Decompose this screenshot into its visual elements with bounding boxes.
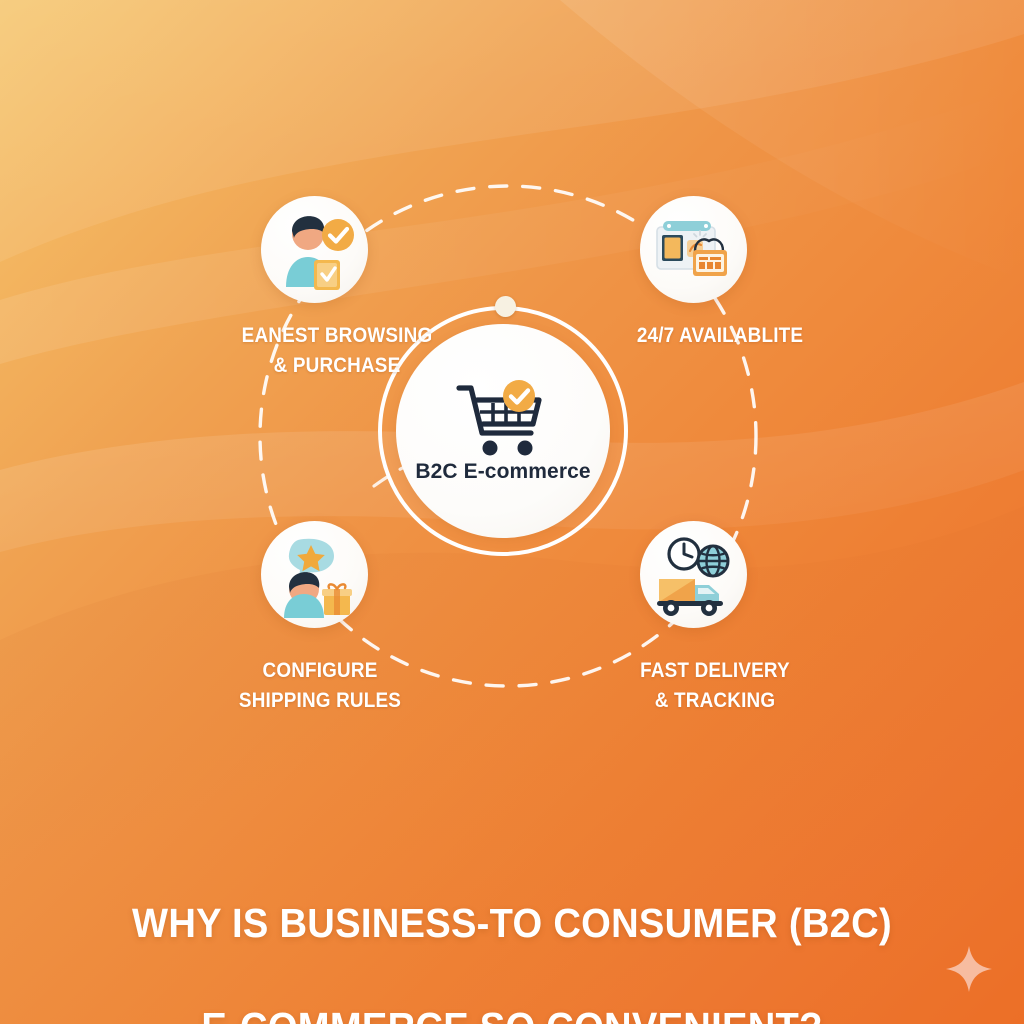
delivery-truck-clock-globe-icon xyxy=(656,536,729,616)
four-point-sparkle-icon xyxy=(946,946,992,992)
caption-easiest-browsing: EANEST BROWSING & PURCHASE xyxy=(241,324,433,377)
center-label: B2C E-commerce xyxy=(415,460,591,483)
node-shipping-rules[interactable] xyxy=(261,521,368,628)
person-tablet-check-icon xyxy=(285,215,354,290)
browser-shopping-bag-icon xyxy=(655,220,727,276)
center-disc: B2C E-commerce xyxy=(396,324,610,538)
caption-fast-delivery: FAST DELIVERY & TRACKING xyxy=(640,659,790,712)
headline-line-2: E-COMMERCE SO CONVENIENT? xyxy=(36,1001,988,1024)
caption-availability: 24/7 AVAILABLITE xyxy=(636,324,804,347)
headline-line-1: WHY IS BUSINESS-TO CONSUMER (B2C) xyxy=(132,900,892,946)
node-easiest-browsing[interactable] xyxy=(261,196,368,303)
node-availability[interactable] xyxy=(640,196,747,303)
headline: WHY IS BUSINESS-TO CONSUMER (B2C) E-COMM… xyxy=(0,845,1024,1024)
node-fast-delivery[interactable] xyxy=(640,521,747,628)
center-hub[interactable]: B2C E-commerce xyxy=(378,296,638,566)
caption-shipping-rules: CONFIGURE SHIPPING RULES xyxy=(238,659,402,712)
shopping-cart-check-icon xyxy=(456,380,542,456)
ring-marker-dot xyxy=(495,296,516,317)
person-review-gift-icon xyxy=(283,538,352,618)
